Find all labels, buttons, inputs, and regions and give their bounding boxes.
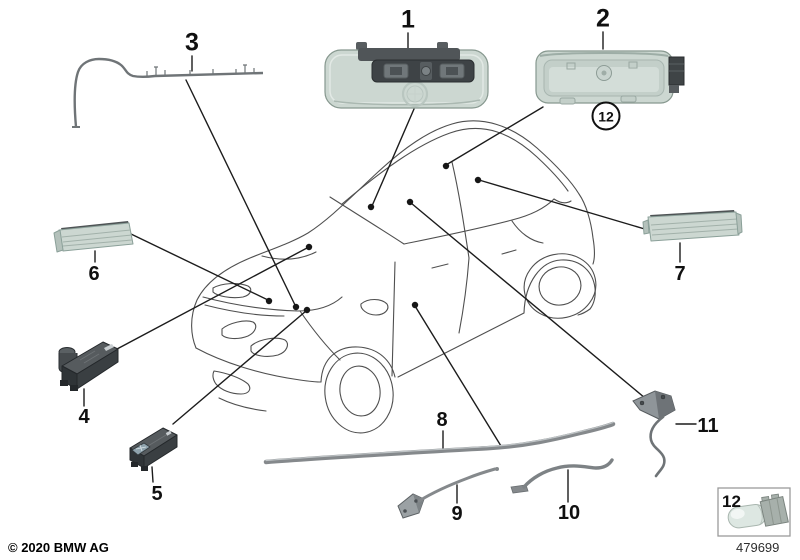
- dot-part-6: [265, 297, 273, 305]
- dot-part-5: [303, 306, 311, 314]
- part-11-bracket-fiber-lead[interactable]: [632, 390, 676, 478]
- callout-12-circled[interactable]: 12: [591, 101, 621, 131]
- part-10-light-guide-hook[interactable]: [510, 458, 614, 494]
- connector-slot: [104, 344, 114, 351]
- callout-5[interactable]: 5: [151, 483, 163, 505]
- part-5-led-module[interactable]: [129, 427, 178, 471]
- part-9-light-guide-bracket[interactable]: [397, 467, 499, 519]
- dot-part-4: [305, 243, 313, 251]
- leader-8-car: [414, 305, 502, 447]
- dot-part-2: [442, 162, 450, 170]
- part-7-footwell-light-right[interactable]: [642, 210, 743, 242]
- dot-part-11: [406, 198, 414, 206]
- part-2-rear-roof-light[interactable]: [535, 50, 685, 105]
- callout-2[interactable]: 2: [596, 4, 610, 33]
- document-number: 479699: [736, 540, 780, 555]
- callout-4[interactable]: 4: [78, 406, 90, 428]
- part-1-front-roof-light[interactable]: [324, 42, 489, 109]
- car-outline-drawing: [191, 120, 597, 434]
- part-8-light-guide-strip[interactable]: [263, 421, 616, 465]
- callout-10[interactable]: 10: [557, 502, 581, 524]
- callout-6[interactable]: 6: [88, 263, 100, 285]
- dot-part-7: [474, 176, 482, 184]
- leader-5-label: [151, 466, 154, 483]
- leader-11-car: [410, 202, 646, 399]
- callout-dots: [265, 162, 482, 314]
- leader-2-car: [445, 106, 544, 166]
- part-4-led-module[interactable]: [58, 341, 119, 391]
- wedge-bulb-illustration: [727, 493, 789, 529]
- leader-lines: [83, 31, 697, 504]
- dot-part-3: [292, 303, 300, 311]
- leader-7-car: [478, 179, 649, 231]
- callout-1[interactable]: 1: [401, 5, 415, 34]
- harness-clips: [146, 64, 255, 76]
- leader-6-car: [130, 233, 269, 301]
- part-3-wiring-harness[interactable]: [72, 57, 264, 128]
- leader-5-car: [172, 310, 307, 425]
- leader-3-car: [185, 79, 296, 306]
- part-6-footwell-light-left[interactable]: [53, 221, 134, 253]
- leader-1-car: [371, 108, 415, 207]
- callout-8[interactable]: 8: [436, 409, 448, 431]
- callout-9[interactable]: 9: [451, 503, 463, 525]
- callout-3[interactable]: 3: [185, 28, 199, 57]
- callout-12-boxed[interactable]: 12: [722, 492, 741, 511]
- dot-part-1: [367, 203, 375, 211]
- copyright-text: © 2020 BMW AG: [8, 540, 109, 555]
- dot-part-8: [411, 301, 419, 309]
- part-12-bulb-legend[interactable]: [717, 487, 791, 537]
- callout-11[interactable]: 11: [697, 415, 719, 437]
- leader-4-car: [116, 247, 308, 350]
- callout-7[interactable]: 7: [674, 263, 686, 285]
